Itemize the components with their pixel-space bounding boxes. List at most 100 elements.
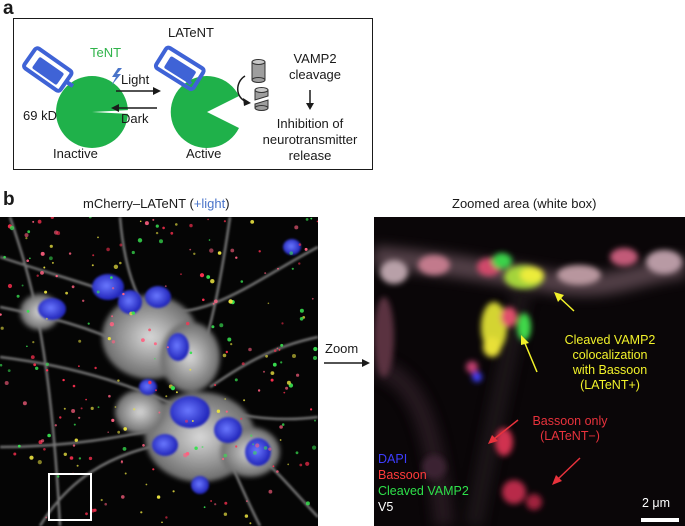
synaptic-punctum <box>85 512 88 516</box>
synaptic-punctum <box>37 460 42 465</box>
synaptic-punctum <box>30 355 35 359</box>
synaptic-punctum <box>131 311 135 315</box>
synaptic-punctum <box>265 354 268 358</box>
synaptic-punctum <box>65 291 68 295</box>
synaptic-punctum <box>165 395 168 398</box>
synaptic-punctum <box>170 386 175 391</box>
synaptic-punctum <box>159 239 163 244</box>
synaptic-punctum <box>234 378 238 382</box>
synaptic-punctum <box>230 343 233 346</box>
synaptic-punctum <box>267 302 270 305</box>
synaptic-punctum <box>223 512 228 516</box>
synaptic-punctum <box>268 447 272 451</box>
synaptic-punctum <box>312 445 317 450</box>
synaptic-punctum <box>162 226 165 230</box>
synaptic-punctum <box>185 452 190 456</box>
vamp2-intact-icon <box>251 59 266 83</box>
synaptic-punctum <box>175 223 178 226</box>
synaptic-punctum <box>314 419 316 422</box>
synaptic-punctum <box>17 444 21 448</box>
synaptic-punctum <box>222 353 227 358</box>
synaptic-punctum <box>276 347 279 350</box>
synaptic-punctum <box>273 349 277 352</box>
synaptic-punctum <box>222 457 225 461</box>
panel-a-box <box>13 18 373 170</box>
synaptic-punctum <box>43 448 46 451</box>
legend-dapi: DAPI <box>378 452 408 466</box>
synaptic-punctum <box>142 444 145 447</box>
synaptic-punctum <box>104 502 107 506</box>
synaptic-punctum <box>133 408 136 411</box>
synaptic-punctum <box>249 522 252 525</box>
synaptic-punctum <box>164 285 167 287</box>
synaptic-punctum <box>310 408 313 411</box>
synaptic-punctum <box>7 283 13 289</box>
synaptic-punctum <box>166 346 169 349</box>
inhibition-label: Inhibition of neurotransmitter release <box>262 116 358 163</box>
active-lov-domain <box>153 45 206 92</box>
synaptic-punctum <box>235 445 238 448</box>
synaptic-punctum <box>243 399 246 402</box>
zoom-arrow <box>324 359 370 367</box>
synaptic-punctum <box>311 297 314 300</box>
synaptic-punctum <box>27 230 31 234</box>
synaptic-punctum <box>40 251 45 256</box>
synaptic-punctum <box>299 463 303 467</box>
synaptic-punctum <box>186 321 190 326</box>
legend-cleaved-vamp2: Cleaved VAMP2 <box>378 484 469 498</box>
synaptic-punctum <box>51 261 54 264</box>
scale-bar-label: 2 μm <box>642 496 671 510</box>
synaptic-punctum <box>45 369 49 372</box>
synaptic-punctum <box>283 391 286 394</box>
synaptic-punctum <box>114 406 117 408</box>
synaptic-punctum <box>122 447 127 451</box>
legend-bassoon: Bassoon <box>378 468 427 482</box>
active-label: Active <box>186 146 222 161</box>
synaptic-punctum <box>152 468 155 471</box>
synaptic-punctum <box>32 220 35 223</box>
synaptic-punctum <box>241 362 245 366</box>
synaptic-punctum <box>76 464 79 467</box>
synaptic-punctum <box>289 251 294 255</box>
synaptic-punctum <box>122 292 125 296</box>
synaptic-punctum <box>54 424 57 427</box>
synaptic-punctum <box>144 221 149 226</box>
synaptic-punctum <box>172 490 175 493</box>
synaptic-punctum <box>13 452 17 456</box>
synaptic-punctum <box>298 243 302 246</box>
bassoon-only-annotation: Bassoon only (LATeNT−) <box>532 414 608 443</box>
synaptic-punctum <box>305 461 310 466</box>
synaptic-punctum <box>280 343 284 347</box>
active-linker <box>183 76 193 86</box>
inactive-lov-domain <box>22 46 74 93</box>
synaptic-punctum <box>32 341 35 344</box>
synaptic-punctum <box>210 279 215 284</box>
synaptic-punctum <box>263 446 268 450</box>
panel-a-letter: a <box>3 0 14 19</box>
synaptic-punctum <box>71 285 75 289</box>
synaptic-punctum <box>74 438 79 442</box>
synaptic-punctum <box>55 274 58 278</box>
synaptic-punctum <box>189 368 192 371</box>
synaptic-punctum <box>113 264 119 269</box>
synaptic-punctum <box>280 361 283 364</box>
synaptic-punctum <box>252 443 255 446</box>
synaptic-punctum <box>161 521 163 524</box>
synaptic-punctum <box>278 349 281 351</box>
synaptic-punctum <box>217 251 222 255</box>
synaptic-punctum <box>250 220 255 224</box>
synaptic-punctum <box>91 264 94 267</box>
synaptic-punctum <box>111 340 116 344</box>
synaptic-punctum <box>26 345 28 348</box>
synaptic-punctum <box>50 217 54 219</box>
synaptic-punctum <box>268 489 273 494</box>
synaptic-punctum <box>279 439 282 441</box>
synaptic-punctum <box>208 239 211 241</box>
annotation-arrows <box>488 292 581 485</box>
synaptic-punctum <box>199 273 205 278</box>
synaptic-punctum <box>214 503 217 506</box>
synaptic-punctum <box>287 463 290 466</box>
zoom-label: Zoom <box>325 341 359 356</box>
synaptic-punctum <box>3 255 6 259</box>
synaptic-punctum <box>299 317 304 321</box>
